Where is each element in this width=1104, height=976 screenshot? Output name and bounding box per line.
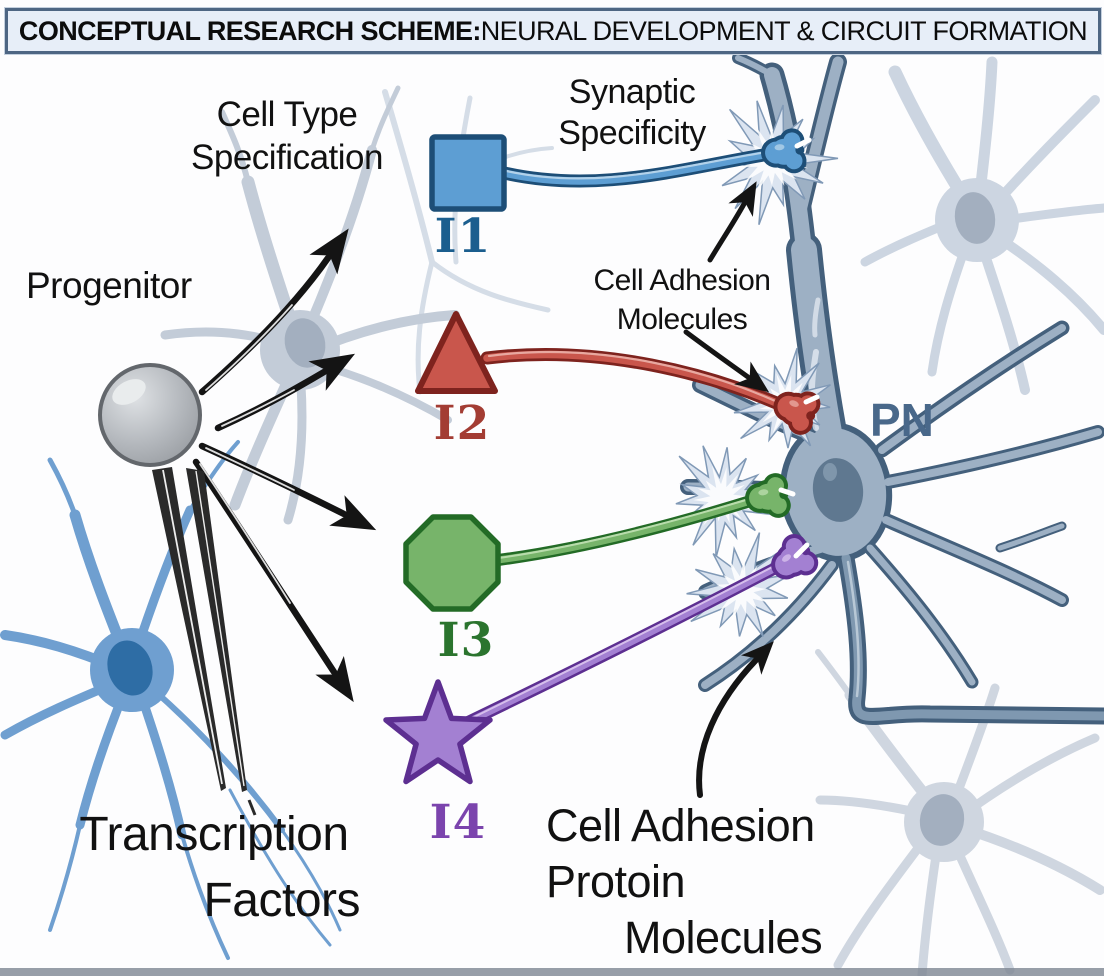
cell-adhesion-protein-molecules-label: Cell Adhesion Protoin Molecules [546,800,823,963]
i3-axon [492,492,766,566]
title-bar: CONCEPTUAL RESEARCH SCHEME: NEURAL DEVEL… [4,7,1102,55]
i1-label: I1 [434,209,492,264]
i4-axon [462,557,791,728]
transcription-factors-label-line1: Transcription [79,808,349,861]
annotation-arrows [683,181,774,798]
background-neuron-bottom-left-blue [0,440,342,960]
cell-type-specification-label: Cell Type Specification [191,95,383,177]
title-regular: NEURAL DEVELOPMENT & CIRCUIT FORMATION [480,15,1088,46]
i2-triangle-shape [415,311,498,394]
i3-octagon-shape [403,514,501,612]
i4-label: I4 [429,795,487,850]
i2-axon [480,347,795,415]
synaptic-cleft-ticks [778,137,820,559]
progenitor-process-needles [152,467,257,816]
i4-axon-terminal [771,533,819,580]
i1-square-shape [429,134,507,212]
cell-adhesion-molecules-label: Cell Adhesion Molecules [593,264,771,336]
bottom-edge-strip [0,968,1104,976]
i3-label: I3 [437,613,495,668]
i3-axon-terminal [745,473,791,518]
i1-axon-terminal [761,128,807,174]
synaptic-specificity-label: Synaptic Specificity [558,73,706,153]
transcription-factors-label-line2: Factors [203,874,360,927]
background-neuron-top-right [860,56,1104,395]
progenitor-cell [98,363,202,467]
title-bold: CONCEPTUAL RESEARCH SCHEME: [18,15,481,46]
i1-axon [493,146,783,188]
i4-star-shape [383,679,493,785]
differentiation-arrow-highlights [199,304,295,604]
i2-label: I2 [433,396,491,451]
pn-label: PN [870,394,934,446]
progenitor-label: Progenitor [26,265,192,306]
